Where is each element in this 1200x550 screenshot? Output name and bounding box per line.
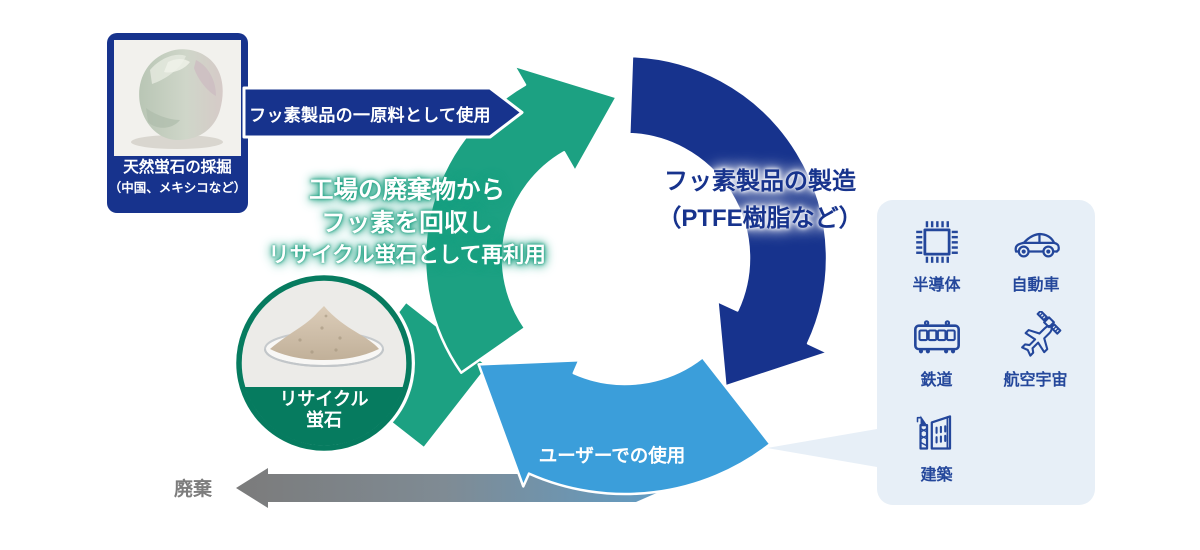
mining-caption-line1: 天然蛍石の採掘 <box>123 159 232 176</box>
user-stage-label: ユーザーでの使用 <box>538 445 686 466</box>
rock-shadow <box>131 135 223 149</box>
banner-arrow-shape <box>242 86 524 139</box>
recycle-headline: 工場の廃棄物から フッ素を回収し リサイクル蛍石として再利用 <box>248 174 566 270</box>
application-label-architecture: 建築 <box>920 467 953 484</box>
car-icon <box>1014 232 1060 258</box>
application-railway: 鉄道 <box>887 311 986 406</box>
mining-caption-line2: （中国、メキシコなど） <box>108 181 247 195</box>
natural-fluorite-photo-box <box>107 33 248 213</box>
applications-panel: 半導体 自動車 <box>877 200 1095 505</box>
application-label-aerospace: 航空宇宙 <box>1003 372 1068 389</box>
application-label-automobile: 自動車 <box>1011 277 1060 294</box>
manufacture-arc <box>628 54 830 388</box>
manufacture-headline: フッ素製品の製造 （PTFE樹脂など） <box>632 163 888 237</box>
recycle-arc <box>423 64 618 374</box>
recycle-headline-line2: フッ素を回収し <box>321 210 493 237</box>
use-arc <box>477 356 772 496</box>
recycled-fluorite-label: リサイクル 蛍石 <box>264 389 384 431</box>
application-semiconductor: 半導体 <box>887 216 986 311</box>
application-label-railway: 鉄道 <box>920 372 953 389</box>
application-label-semiconductor: 半導体 <box>912 277 961 294</box>
recycled-fluorite-label-line1: リサイクル <box>279 389 369 409</box>
building-icon <box>916 415 951 450</box>
recycled-fluorite-label-line2: 蛍石 <box>306 410 342 430</box>
waste-label: 廃棄 <box>173 479 212 500</box>
mining-caption: 天然蛍石の採掘 （中国、メキシコなど） <box>107 158 248 196</box>
manufacture-headline-line1: フッ素製品の製造 <box>664 168 856 195</box>
train-icon <box>913 320 960 354</box>
application-architecture: 建築 <box>887 406 986 501</box>
panel-callout <box>767 429 877 467</box>
application-automobile: 自動車 <box>986 216 1085 311</box>
satellite-icon <box>1036 311 1061 335</box>
semiconductor-icon <box>915 221 958 263</box>
manufacture-headline-line2: （PTFE樹脂など） <box>657 205 863 232</box>
aerospace-icon <box>1020 311 1061 357</box>
application-aerospace: 航空宇宙 <box>986 311 1085 406</box>
recycled-fluorite-circle <box>233 272 415 454</box>
banner-label: フッ素製品の一原料として使用 <box>249 106 491 125</box>
recycle-headline-line3: リサイクル蛍石として再利用 <box>268 243 546 267</box>
recycled-powder-photo <box>270 306 379 360</box>
recycle-headline-line1: 工場の廃棄物から <box>309 177 505 204</box>
